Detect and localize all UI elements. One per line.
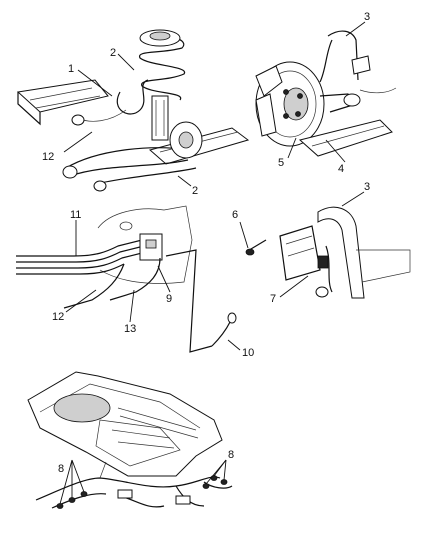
rear-suspension-assembly xyxy=(16,29,250,192)
callout-13: 13 xyxy=(124,323,136,335)
callout-11: 11 xyxy=(70,209,81,221)
callout-5: 5 xyxy=(278,157,284,169)
callout-3-middle: 3 xyxy=(364,181,370,193)
leader-lines xyxy=(59,21,366,505)
callout-3-top: 3 xyxy=(364,11,370,23)
callout-2-bottom: 2 xyxy=(192,185,198,197)
callout-2-top: 2 xyxy=(110,47,116,59)
callout-8-right: 8 xyxy=(228,449,234,461)
floor-pan-and-brake-harness xyxy=(27,371,233,509)
callout-8-left: 8 xyxy=(58,463,64,475)
callout-7: 7 xyxy=(270,293,276,305)
front-knuckle-assembly xyxy=(255,30,397,157)
callout-12-top: 12 xyxy=(42,151,54,163)
wheelhouse-hose-assembly xyxy=(245,206,411,299)
callout-10: 10 xyxy=(242,347,254,359)
callout-labels: 1 2 2 3 4 5 3 6 7 8 8 9 10 11 12 12 13 xyxy=(42,11,370,475)
callout-1: 1 xyxy=(68,63,74,75)
brake-line-routing xyxy=(16,205,237,353)
callout-12-bottom: 12 xyxy=(52,311,64,323)
callout-9: 9 xyxy=(166,293,172,305)
callout-4: 4 xyxy=(338,163,344,175)
callout-6: 6 xyxy=(232,209,238,221)
